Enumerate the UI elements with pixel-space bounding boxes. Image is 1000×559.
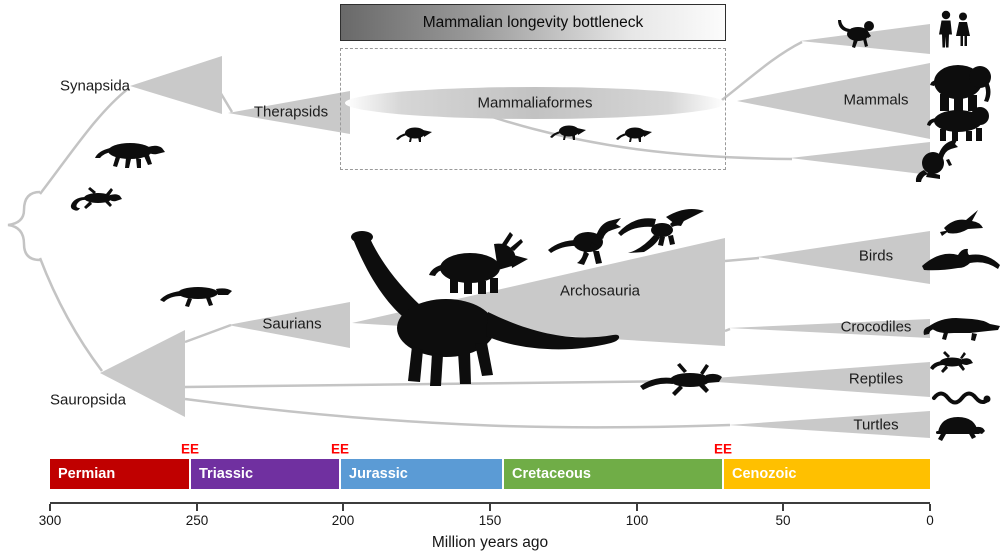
period-triassic: Triassic: [191, 459, 339, 489]
humans-icon: [939, 10, 970, 48]
label-turtles: Turtles: [853, 416, 899, 434]
label-mammals: Mammals: [843, 91, 909, 109]
small-lizard-icon: [930, 351, 973, 373]
axis-tick: [489, 504, 491, 511]
branch-to-marsupials: [479, 111, 793, 161]
label-reptiles: Reptiles: [848, 370, 904, 388]
crocodile-icon: [923, 318, 1000, 341]
branch-to-turtles: [184, 397, 731, 429]
synapsida-wedge: [130, 56, 222, 114]
marsupial-wedge: [790, 142, 930, 175]
axis-tick: [636, 504, 638, 511]
extinction-event-marker: EE: [180, 441, 200, 457]
snake-icon: [932, 391, 991, 405]
shrew-icon: [550, 125, 586, 140]
lion-icon: [927, 107, 989, 141]
period-jurassic: Jurassic: [341, 459, 502, 489]
saurians-wedge: [228, 302, 350, 348]
therapsids-wedge: [228, 91, 350, 134]
branch-to-birds: [724, 256, 760, 263]
vulture-icon: [922, 248, 1000, 271]
birds-wedge: [757, 231, 930, 284]
sauropsida-wedge: [100, 330, 185, 417]
axis-tick-label: 250: [185, 513, 209, 528]
axis-tick-label: 300: [38, 513, 62, 528]
axis-tick-label: 200: [331, 513, 355, 528]
axis-tick-label: 150: [478, 513, 502, 528]
reptiles-wedge: [688, 362, 930, 397]
period-cenozoic: Cenozoic: [724, 459, 930, 489]
label-synapsida: Synapsida: [59, 77, 131, 95]
axis-title: Million years ago: [431, 534, 549, 551]
axis-tick: [49, 504, 51, 511]
turtle-icon: [936, 417, 985, 441]
feathered-dinosaur-icon: [618, 209, 704, 253]
bottleneck-dashed-box: [340, 48, 726, 170]
marine-lizard-icon: [640, 363, 722, 396]
shrew-icon: [616, 127, 652, 142]
curl-tailed-lizard-icon: [70, 187, 122, 211]
extinction-event-marker: EE: [330, 441, 350, 457]
period-cretaceous: Cretaceous: [504, 459, 722, 489]
mammals-wedge: [737, 63, 930, 139]
label-archosauria: Archosauria: [559, 282, 641, 300]
label-crocodiles: Crocodiles: [840, 318, 912, 336]
monkey-icon: [838, 20, 874, 48]
label-mammaliaformes: Mammaliaformes: [477, 94, 593, 112]
axis-tick-label: 100: [625, 513, 649, 528]
label-birds: Birds: [858, 247, 894, 265]
triceratops-icon: [429, 232, 528, 294]
sauropod-icon: [351, 231, 620, 386]
label-sauropsida: Sauropsida: [50, 391, 126, 409]
axis-tick: [196, 504, 198, 511]
songbird-icon: [940, 210, 983, 236]
extinction-event-marker: EE: [713, 441, 733, 457]
branch-lines: [7, 40, 803, 429]
bottleneck-banner-title: Mammalian longevity bottleneck: [422, 13, 644, 31]
branch-to-synapsida: [39, 87, 130, 195]
period-permian: Permian: [50, 459, 189, 489]
label-therapsids: Therapsids: [253, 103, 329, 121]
axis-tick-label: 50: [775, 513, 791, 528]
animal-silhouettes: [70, 10, 1000, 441]
root-brace: [7, 190, 41, 262]
early-saurian-icon: [160, 287, 232, 307]
branch-to-saurians: [184, 323, 232, 344]
mammaliaformes-lens: [345, 87, 725, 119]
kangaroo-icon: [915, 133, 958, 182]
theropod-icon: [548, 218, 621, 265]
label-saurians: Saurians: [262, 315, 322, 333]
axis-tick: [782, 504, 784, 511]
axis-tick: [929, 504, 931, 511]
bottleneck-banner: Mammalian longevity bottleneck: [340, 4, 726, 41]
turtles-wedge: [728, 411, 930, 438]
branch-to-primates: [721, 40, 803, 101]
branch-to-crocodiles: [724, 327, 731, 333]
pelycosaur-icon: [95, 143, 165, 168]
axis-tick-label: 0: [926, 513, 934, 528]
clade-wedges: [100, 24, 930, 438]
crocodiles-wedge: [728, 319, 930, 338]
elephant-icon: [930, 65, 991, 111]
time-axis-line: [50, 502, 930, 504]
branch-to-sauropsida: [38, 257, 103, 372]
axis-tick: [342, 504, 344, 511]
shrew-icon: [396, 127, 432, 142]
